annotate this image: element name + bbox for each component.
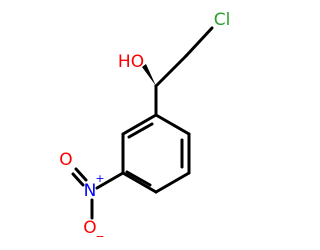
bond-choh-ch2 bbox=[154, 54, 188, 88]
nitrogen-positive-charge: + bbox=[95, 172, 104, 185]
oxygen-negative-charge: − bbox=[95, 230, 104, 243]
nitro-nitrogen-label: N bbox=[84, 181, 97, 201]
bond-ring-nitro bbox=[95, 171, 125, 190]
nitro-oxygen-single-label: O bbox=[83, 218, 96, 238]
ring-inner-bond-3 bbox=[127, 122, 154, 139]
chemical-structure: Cl HO N + O O − bbox=[59, 10, 231, 243]
ring-bond-6 bbox=[121, 113, 158, 136]
ring-bond-3 bbox=[154, 171, 191, 194]
ring-bond-1 bbox=[154, 113, 191, 136]
chlorine-label: Cl bbox=[214, 10, 231, 30]
ring-inner-bond-2 bbox=[125, 170, 152, 187]
wedge-bond-hydroxyl bbox=[142, 64, 156, 86]
hydroxyl-label: HO bbox=[118, 52, 144, 72]
nitro-oxygen-double-label: O bbox=[59, 150, 72, 170]
ring-bond-4 bbox=[121, 171, 158, 194]
bond-n-o-double-b bbox=[71, 172, 85, 187]
bond-ch2-cl bbox=[184, 26, 214, 58]
bond-n-o-double-a bbox=[74, 167, 88, 182]
